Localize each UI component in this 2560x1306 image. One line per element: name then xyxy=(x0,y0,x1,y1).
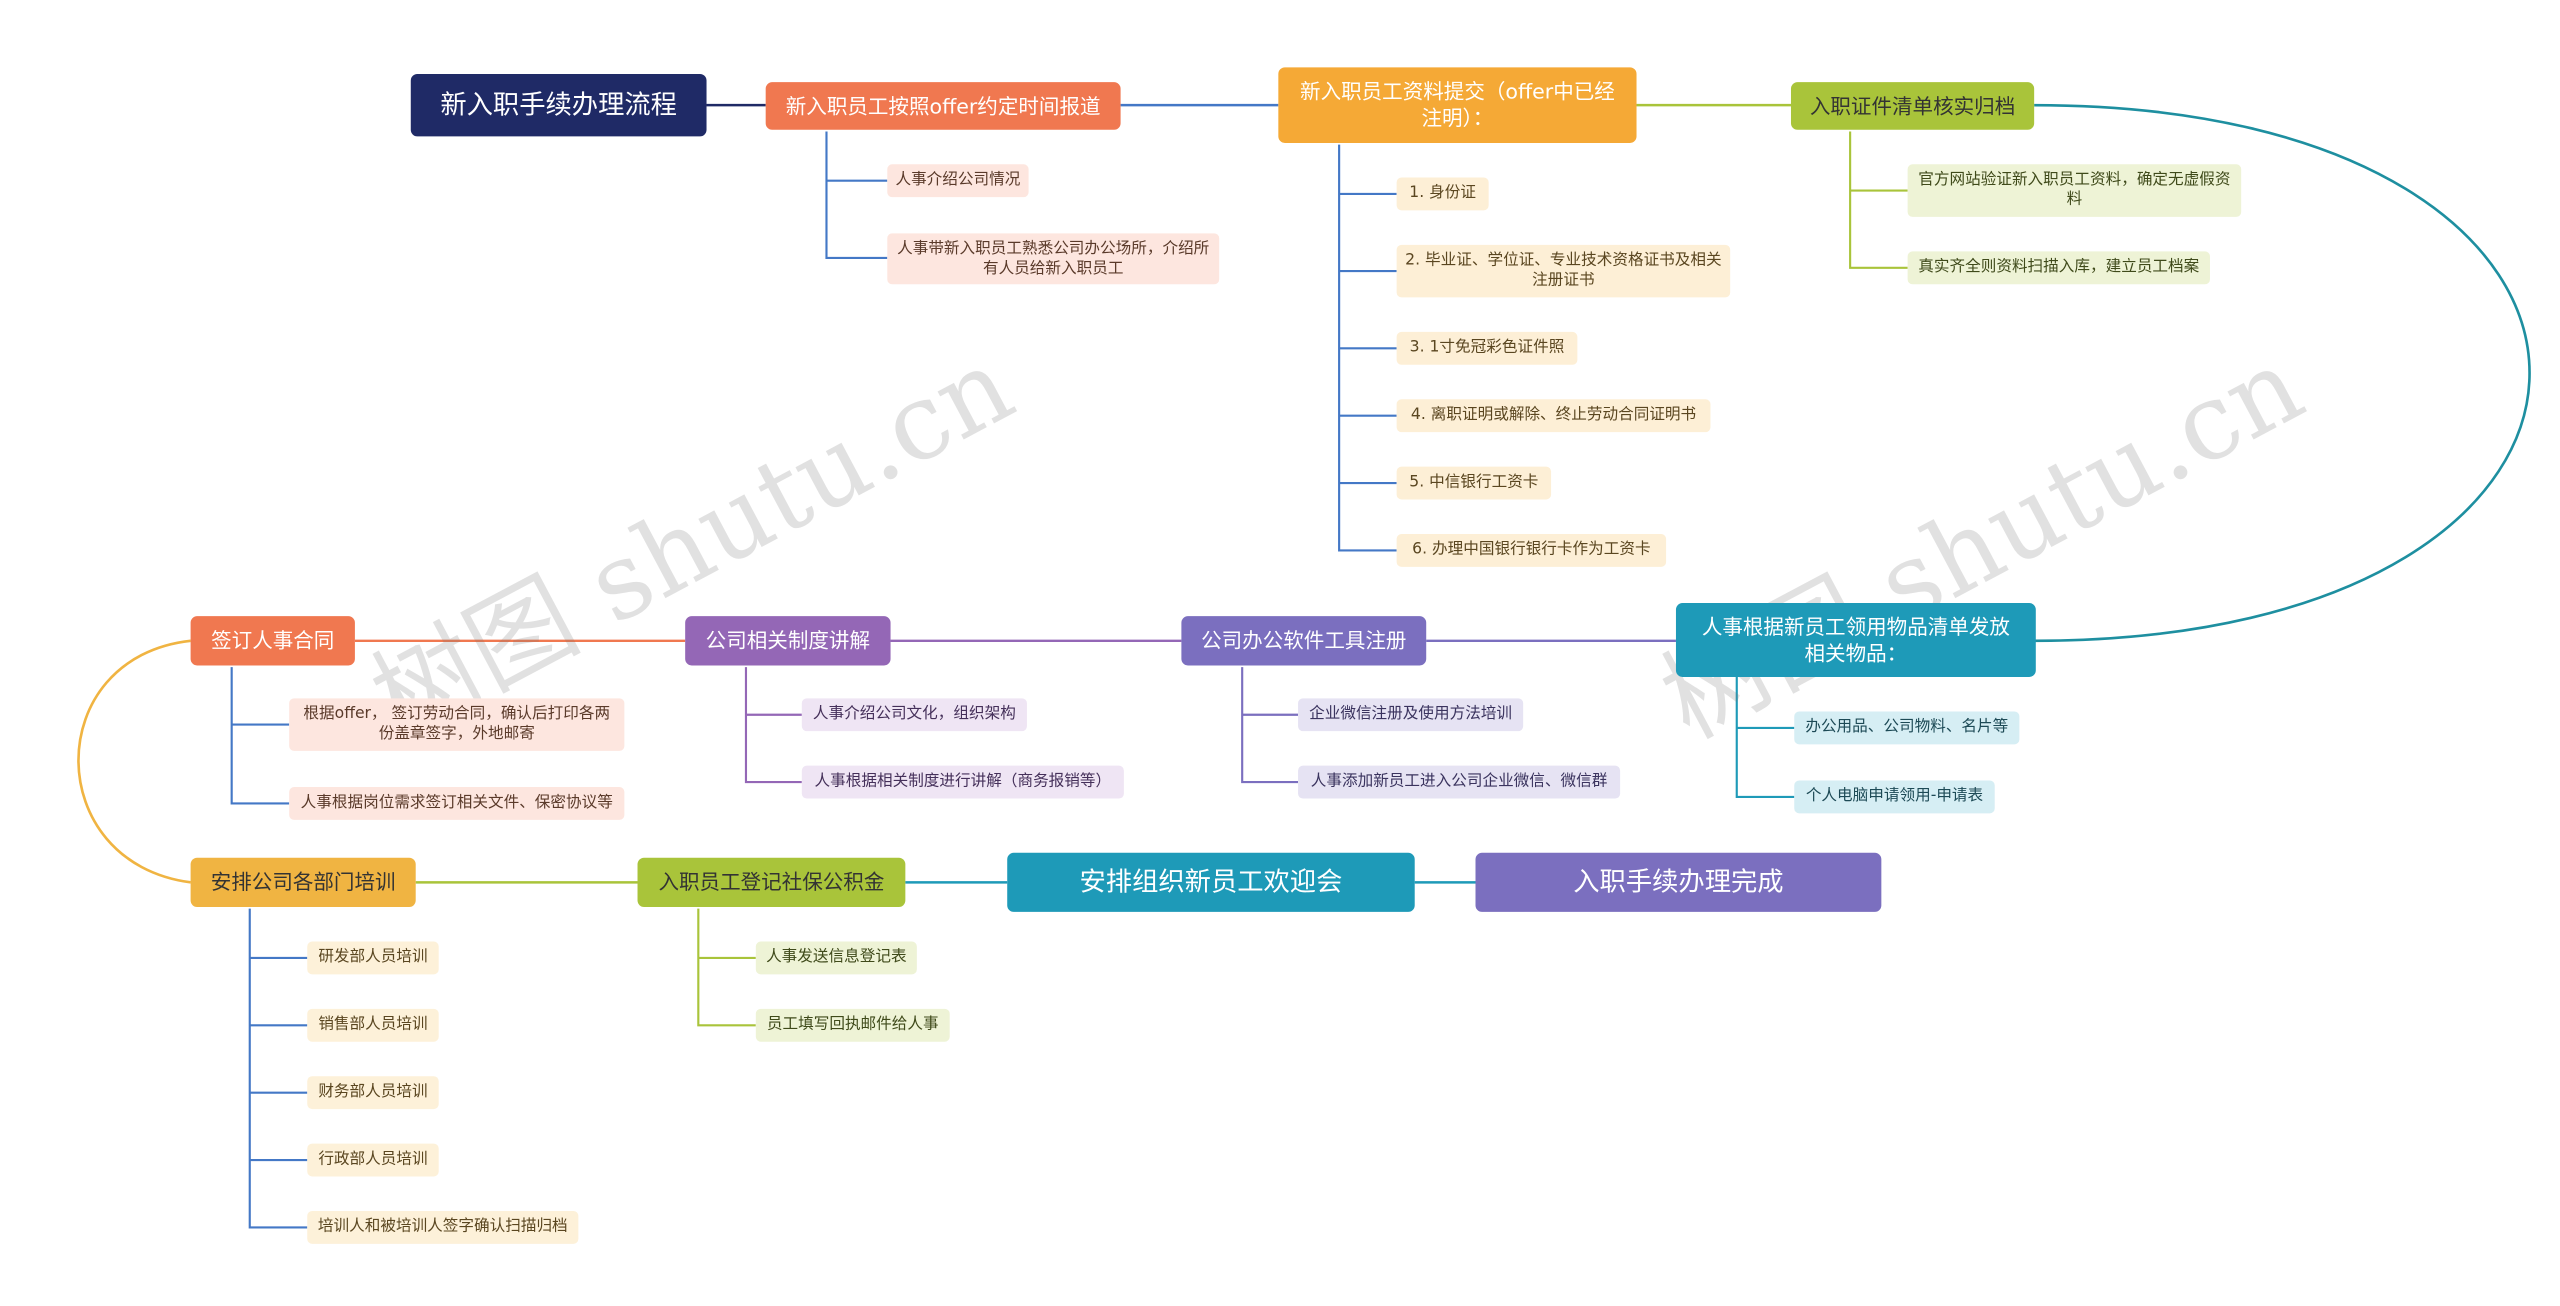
node-welcome[interactable]: 安排组织新员工欢迎会 xyxy=(1007,852,1415,912)
node-verify[interactable]: 入职证件清单核实归档 xyxy=(1790,82,2035,130)
node-verify-child[interactable]: 真实齐全则资料扫描入库，建立员工档案 xyxy=(1907,251,2210,285)
connector xyxy=(825,131,888,260)
node-contract-child[interactable]: 根据offer， 签订劳动合同，确认后打印各两份盖章签字，外地邮寄 xyxy=(289,698,625,751)
node-social-child[interactable]: 员工填写回执邮件给人事 xyxy=(755,1008,950,1042)
node-submit-child[interactable]: 3. 1寸免冠彩色证件照 xyxy=(1396,331,1578,365)
connector xyxy=(1849,131,1908,269)
connector xyxy=(744,667,802,784)
root-node[interactable]: 新入职手续办理流程 xyxy=(410,73,707,137)
node-training[interactable]: 安排公司各部门培训 xyxy=(190,857,416,907)
node-contract-child[interactable]: 人事根据岗位需求签订相关文件、保密协议等 xyxy=(289,787,625,820)
node-social[interactable]: 入职员工登记社保公积金 xyxy=(637,857,906,907)
node-social-child[interactable]: 人事发送信息登记表 xyxy=(755,941,917,975)
node-software-child[interactable]: 企业微信注册及使用方法培训 xyxy=(1298,698,1524,732)
connector xyxy=(697,908,756,1027)
connector xyxy=(248,908,308,1229)
node-policy[interactable]: 公司相关制度讲解 xyxy=(685,616,891,666)
node-report-child[interactable]: 人事介绍公司情况 xyxy=(887,164,1029,198)
node-items-child[interactable]: 办公用品、公司物料、名片等 xyxy=(1794,711,2020,745)
node-report-child[interactable]: 人事带新入职员工熟悉公司办公场所，介绍所有人员给新入职员工 xyxy=(887,233,1220,285)
connector xyxy=(230,667,290,805)
node-submit-child[interactable]: 4. 离职证明或解除、终止劳动合同证明书 xyxy=(1396,399,1711,433)
node-training-child[interactable]: 销售部人员培训 xyxy=(307,1008,439,1042)
connector xyxy=(1338,144,1397,552)
node-training-child[interactable]: 财务部人员培训 xyxy=(307,1076,439,1110)
connector xyxy=(77,639,191,884)
node-items[interactable]: 人事根据新员工领用物品清单发放相关物品： xyxy=(1675,603,2036,677)
node-submit-child[interactable]: 2. 毕业证、学位证、专业技术资格证书及相关注册证书 xyxy=(1396,244,1731,298)
connector xyxy=(1241,667,1299,784)
node-submit-child[interactable]: 1. 身份证 xyxy=(1396,177,1489,211)
node-policy-child[interactable]: 人事介绍公司文化，组织架构 xyxy=(801,698,1027,732)
node-policy-child[interactable]: 人事根据相关制度进行讲解（商务报销等） xyxy=(801,765,1124,799)
node-training-child[interactable]: 培训人和被培训人签字确认扫描归档 xyxy=(307,1210,579,1244)
node-submit-child[interactable]: 6. 办理中国银行银行卡作为工资卡 xyxy=(1396,534,1667,567)
node-submit[interactable]: 新入职员工资料提交（offer中已经注明）： xyxy=(1278,67,1637,143)
node-done[interactable]: 入职手续办理完成 xyxy=(1475,852,1882,912)
node-submit-child[interactable]: 5. 中信银行工资卡 xyxy=(1396,466,1552,500)
node-contract[interactable]: 签订人事合同 xyxy=(190,616,355,666)
node-training-child[interactable]: 研发部人员培训 xyxy=(307,941,439,975)
node-software-child[interactable]: 人事添加新员工进入公司企业微信、微信群 xyxy=(1298,765,1621,799)
node-training-child[interactable]: 行政部人员培训 xyxy=(307,1143,439,1177)
connector xyxy=(2034,103,2531,643)
node-software[interactable]: 公司办公软件工具注册 xyxy=(1181,616,1427,666)
node-items-child[interactable]: 个人电脑申请领用-申请表 xyxy=(1794,780,1995,814)
node-report[interactable]: 新入职员工按照offer约定时间报道 xyxy=(765,82,1121,130)
connector xyxy=(1735,676,1795,798)
node-verify-child[interactable]: 官方网站验证新入职员工资料，确定无虚假资料 xyxy=(1907,164,2242,217)
